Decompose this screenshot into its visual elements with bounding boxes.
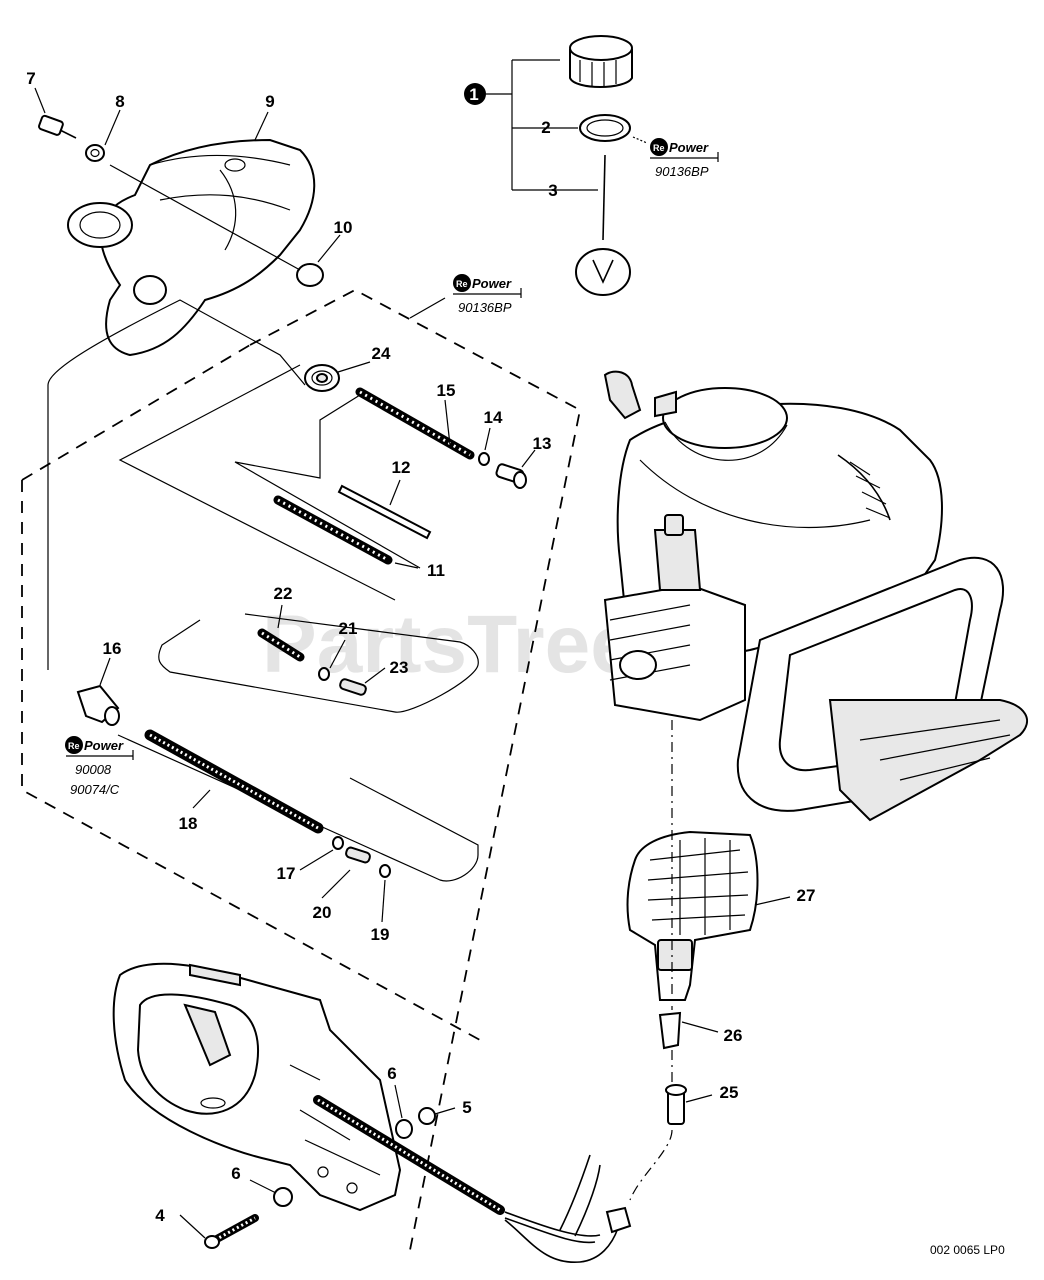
part-label-13: 13 xyxy=(533,434,552,453)
part-label-16: 16 xyxy=(103,639,122,658)
bracket-27 xyxy=(626,830,759,1001)
part-label-12: 12 xyxy=(392,458,411,477)
repower-badge-c: Re Power 90008 90074/C xyxy=(65,736,134,797)
part-label-1: 1 xyxy=(469,85,478,104)
grommet-24 xyxy=(304,364,340,392)
part-label-10: 10 xyxy=(334,218,353,237)
part-label-19: 19 xyxy=(371,925,390,944)
part-label-21: 21 xyxy=(339,619,358,638)
part-label-8: 8 xyxy=(115,92,124,111)
connector-20 xyxy=(345,846,371,864)
svg-text:Re: Re xyxy=(456,279,468,289)
part-label-25: 25 xyxy=(720,1083,739,1102)
fitting-16 xyxy=(76,684,120,726)
part-label-3: 3 xyxy=(548,181,557,200)
svg-text:Power: Power xyxy=(472,276,512,291)
part-label-23: 23 xyxy=(390,658,409,677)
rod-22 xyxy=(257,628,305,662)
part-label-15: 15 xyxy=(437,381,456,400)
fuel-filter-3 xyxy=(575,154,631,296)
dashed-boundary-left xyxy=(21,344,251,481)
rear-handle xyxy=(112,962,402,1212)
rod-15 xyxy=(355,387,475,460)
oring-19 xyxy=(379,864,391,878)
svg-text:90136BP: 90136BP xyxy=(458,300,512,315)
part-label-14: 14 xyxy=(484,408,503,427)
part-label-9: 9 xyxy=(265,92,274,111)
screw-25 xyxy=(665,1084,687,1125)
part-label-17: 17 xyxy=(277,864,296,883)
fuel-tank xyxy=(67,138,316,357)
svg-text:Power: Power xyxy=(84,738,124,753)
part-label-6b: 6 xyxy=(231,1164,240,1183)
part-label-2: 2 xyxy=(541,118,550,137)
part-label-20: 20 xyxy=(313,903,332,922)
grommet-10 xyxy=(296,263,324,287)
part-label-6a: 6 xyxy=(387,1064,396,1083)
svg-text:90136BP: 90136BP xyxy=(655,164,709,179)
part-label-5: 5 xyxy=(462,1098,471,1117)
washer-6b xyxy=(273,1187,293,1207)
washer-8 xyxy=(85,144,105,162)
dashed-boundary-outer xyxy=(249,288,582,1251)
spring-hose-18 xyxy=(144,729,324,834)
svg-text:90074/C: 90074/C xyxy=(70,782,120,797)
fitting-13 xyxy=(495,463,527,489)
washer-6a xyxy=(395,1119,413,1139)
rod-11 xyxy=(273,495,393,565)
assembly-marker-1 xyxy=(464,83,486,105)
engine xyxy=(603,370,1029,822)
screw-7 xyxy=(38,114,77,139)
pin-12 xyxy=(337,484,432,540)
part-label-26: 26 xyxy=(724,1026,743,1045)
svg-text:Power: Power xyxy=(669,140,709,155)
svg-text:Re: Re xyxy=(653,143,665,153)
part-label-7: 7 xyxy=(26,69,35,88)
nut-5 xyxy=(418,1107,436,1125)
throttle-cable xyxy=(313,1095,632,1263)
part-label-24: 24 xyxy=(372,344,391,363)
cap-gasket-2 xyxy=(579,114,631,142)
diagram-code: 002 0065 LP0 xyxy=(930,1243,1005,1257)
connector-23 xyxy=(339,678,367,696)
svg-text:Re: Re xyxy=(68,741,80,751)
oring-21 xyxy=(318,667,330,681)
screw-4 xyxy=(204,1214,259,1249)
repower-badge-a: Re Power 90136BP xyxy=(632,136,719,179)
part-label-4: 4 xyxy=(155,1206,165,1225)
part-label-22: 22 xyxy=(274,584,293,603)
part-label-18: 18 xyxy=(179,814,198,833)
part-label-11: 11 xyxy=(427,561,445,580)
terminal-26 xyxy=(658,1011,682,1050)
svg-text:90008: 90008 xyxy=(75,762,112,777)
fuel-cap xyxy=(569,35,633,88)
part-label-27: 27 xyxy=(797,886,816,905)
repower-badge-b: Re Power 90136BP xyxy=(409,274,522,319)
dashed-boundary-lower xyxy=(21,480,481,1041)
oring-17 xyxy=(332,836,344,850)
oring-14 xyxy=(478,452,490,466)
watermark: PartsTree xyxy=(262,599,636,690)
